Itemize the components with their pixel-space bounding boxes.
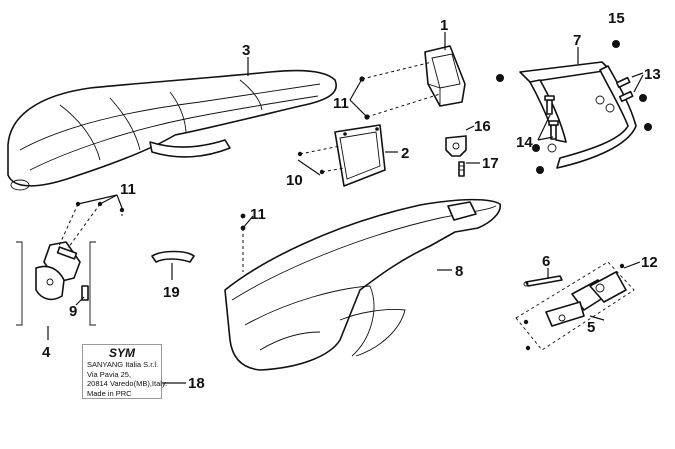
callout-10: 10: [286, 172, 303, 189]
callout-13: 13: [644, 66, 661, 83]
clip-part-16: [445, 135, 467, 157]
dash-11a-1: [361, 61, 433, 80]
manufacturer-label-plate: SYM SANYANG Italia S.r.l. Via Pavia 25, …: [82, 344, 168, 399]
callout-19: 19: [163, 284, 180, 301]
leader-11a-2: [349, 99, 368, 118]
leader-12: [623, 261, 641, 269]
callout-3: 3: [242, 42, 250, 59]
dash-11a-2: [366, 93, 441, 118]
leader-10: [297, 159, 321, 176]
label-line-city: 20814 Varedo(MB),Italy.: [87, 379, 168, 388]
callout-18: 18: [188, 375, 205, 392]
callout-14: 14: [516, 134, 533, 151]
leader-9: [75, 296, 85, 306]
brand-logo: SYM: [108, 346, 135, 360]
bracket-part-1: [424, 45, 466, 107]
leader-16: [465, 125, 475, 131]
callout-11-top: 11: [333, 95, 349, 112]
callout-15: 15: [608, 10, 625, 27]
callout-4: 4: [42, 344, 51, 361]
callout-12: 12: [641, 254, 658, 271]
storage-box-part-8: [224, 198, 502, 371]
rod-part-6: [523, 275, 563, 287]
leader-11b-3: [116, 194, 123, 209]
dash-11b-2: [67, 203, 101, 249]
callout-17: 17: [482, 155, 499, 172]
dash-10b: [321, 167, 345, 173]
leader-13a: [631, 72, 644, 78]
callout-1: 1: [440, 17, 448, 34]
callout-6: 6: [542, 253, 550, 270]
leader-11c: [242, 215, 254, 229]
callout-5: 5: [587, 319, 595, 336]
label-line-origin: Made in PRC: [87, 388, 132, 398]
callout-11-box: 11: [250, 206, 266, 223]
bolts-part-13: [615, 76, 634, 103]
panel-part-2: [334, 124, 386, 187]
callout-8: 8: [455, 263, 463, 280]
leader-13b: [633, 74, 644, 93]
lens-part-19: [151, 250, 195, 263]
screw-part-17: [458, 161, 465, 177]
dash-10a: [299, 145, 341, 155]
hinge-part-4: [16, 241, 96, 326]
leader-11b-1: [77, 194, 118, 205]
callout-2: 2: [401, 145, 409, 162]
label-line-company: SANYANG Italia S.r.l.: [87, 360, 159, 369]
seat-part: [7, 69, 337, 191]
callout-11-left: 11: [120, 181, 136, 198]
leader-14a: [537, 114, 551, 141]
leader-5: [589, 315, 605, 321]
leader-14b: [537, 136, 554, 141]
dash-11b-1: [57, 203, 79, 249]
leader-11b-2: [99, 194, 118, 205]
latch-part-5: [515, 261, 635, 351]
callout-9: 9: [69, 303, 77, 320]
leader-11a-1: [349, 78, 363, 101]
callout-16: 16: [474, 118, 491, 135]
callout-7: 7: [573, 32, 581, 49]
rack-part-7: [519, 61, 637, 169]
label-line-street: Via Pavia 25,: [87, 369, 132, 379]
bolts-part-14: [544, 95, 559, 140]
